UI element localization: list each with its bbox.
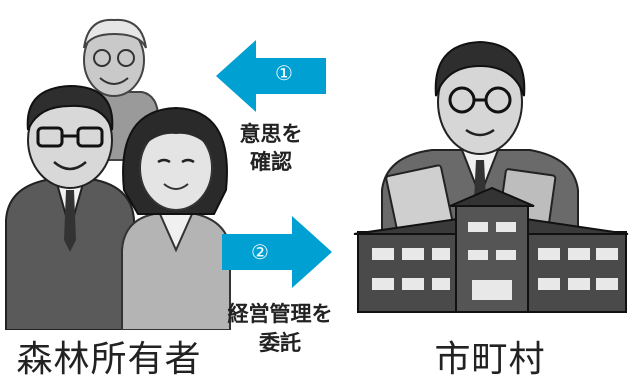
young-woman-figure: [121, 106, 231, 330]
town-hall-building: [353, 186, 629, 313]
young-man-figure: [5, 84, 135, 330]
municipality-illustration: [353, 40, 629, 313]
forest-owners-label: 森林所有者: [16, 339, 202, 380]
step2-label-line1: 経営管理を: [227, 302, 333, 326]
step2-number: ②: [251, 240, 269, 264]
step1-label-line2: 確認: [250, 150, 292, 174]
step2-label-line2: 委託: [259, 331, 301, 355]
step2-arrow-shape: [222, 216, 332, 288]
step1-label-line1: 意思を: [239, 122, 303, 146]
municipality-label: 市町村: [434, 339, 546, 380]
step1-number: ①: [275, 61, 293, 85]
forest-owners-illustration: [5, 18, 231, 330]
step1-arrow-shape: [216, 40, 326, 112]
step1-arrow-left: [216, 40, 326, 112]
step2-arrow-right: [222, 216, 332, 288]
